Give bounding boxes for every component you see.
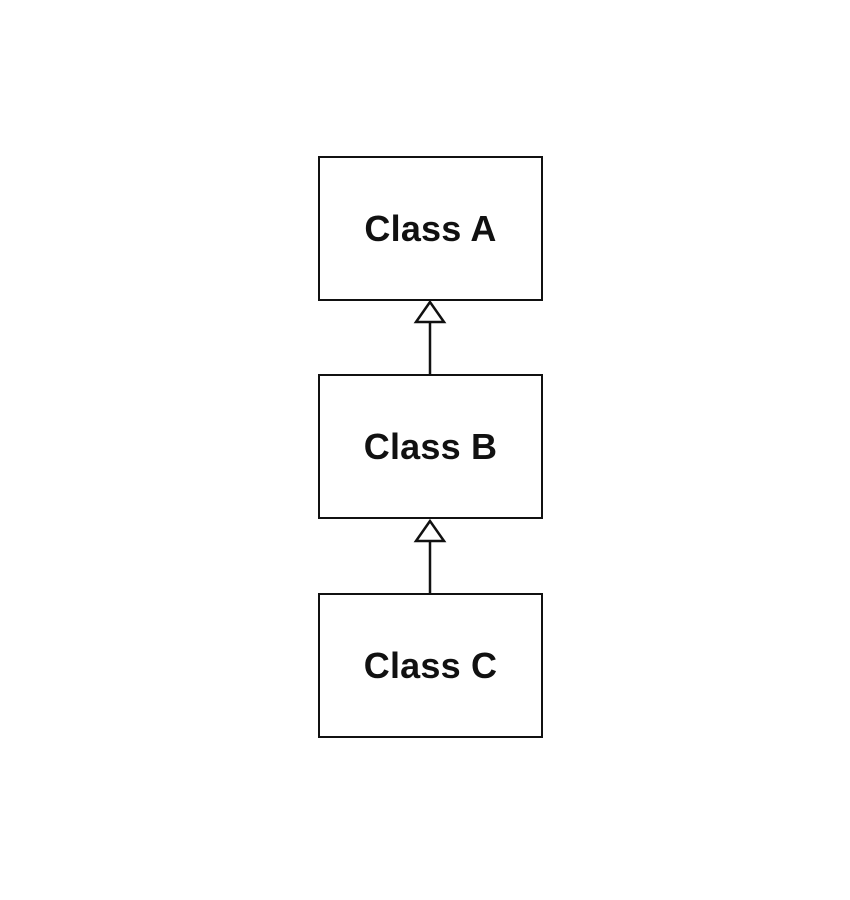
class-box-a[interactable]: Class A (318, 156, 543, 301)
class-label-c: Class C (363, 644, 498, 686)
inheritance-arrow-c-to-b (413, 518, 447, 593)
inheritance-arrowhead-c-to-b (413, 518, 447, 543)
class-box-b[interactable]: Class B (318, 374, 543, 519)
inheritance-arrowhead-b-to-a (413, 299, 447, 324)
class-label-a: Class A (364, 207, 497, 249)
inheritance-arrow-b-to-a (413, 299, 447, 374)
class-box-c[interactable]: Class C (318, 593, 543, 738)
class-label-b: Class B (363, 425, 498, 467)
